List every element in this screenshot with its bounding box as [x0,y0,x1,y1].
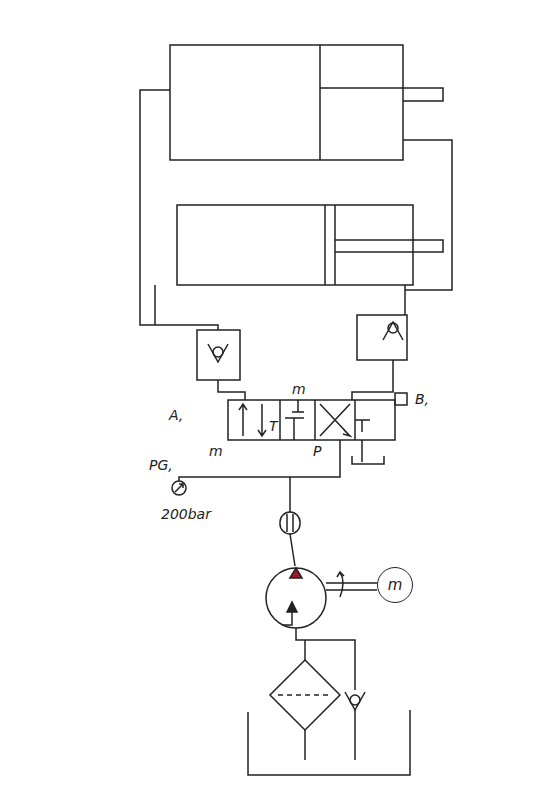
cylinder-barrel [170,45,403,160]
flow-arrow [239,404,247,436]
piston-rod [335,240,443,252]
port-label: 200bar [160,507,212,521]
valve-divider [314,400,316,440]
port-label: T [268,419,279,433]
check-valve-box [357,315,407,360]
valve-body [228,400,395,440]
port-label: A, [168,408,184,422]
pump-triangle [290,568,302,578]
port-label: P [312,444,322,458]
blocked-port [292,400,304,412]
pump-mark [282,612,292,625]
check-seat [208,344,228,362]
check-seat [383,322,403,340]
port-label: m [208,444,224,458]
pump [266,568,326,628]
piston [334,205,336,285]
pipe [352,360,393,400]
filter [270,660,340,730]
drive-shaft [326,583,377,590]
pipe [154,285,156,325]
motor-label: m [388,576,403,594]
flow-meter [292,514,294,532]
cylinder-barrel [177,205,413,285]
check-valve-box [197,330,240,380]
reservoir [248,710,410,775]
port-label: PG, [148,458,174,472]
pipe [403,140,452,290]
pipe [304,730,306,760]
port-label: B, [414,392,430,406]
pressure-gauge [172,481,186,495]
pipe [290,534,295,566]
pipe [140,90,200,325]
flow-arrow [258,404,266,436]
pipe [290,440,340,512]
valve-divider [279,400,281,440]
blocked-port [285,418,304,440]
bypass-check [345,692,365,710]
solenoid [395,393,407,405]
port-label: m [291,382,307,396]
pipe [404,285,406,315]
pipe [304,640,306,660]
tank-symbol [352,440,384,464]
gauge-needle [175,484,183,492]
filter-element [278,694,332,696]
pipe [200,325,218,330]
valve-spring [355,420,370,432]
piston-rod [320,88,443,101]
pipe [218,380,245,400]
pump-triangle [287,602,297,612]
flow-meter [280,512,300,534]
piston [324,205,326,285]
pipe [186,476,290,478]
pipe [179,477,186,481]
piston [319,45,321,160]
motor-circle: m [377,567,413,603]
flow-meter [286,514,288,532]
cross-arrow [320,404,350,436]
rotation-arrow [337,572,344,597]
pipe [354,710,356,760]
